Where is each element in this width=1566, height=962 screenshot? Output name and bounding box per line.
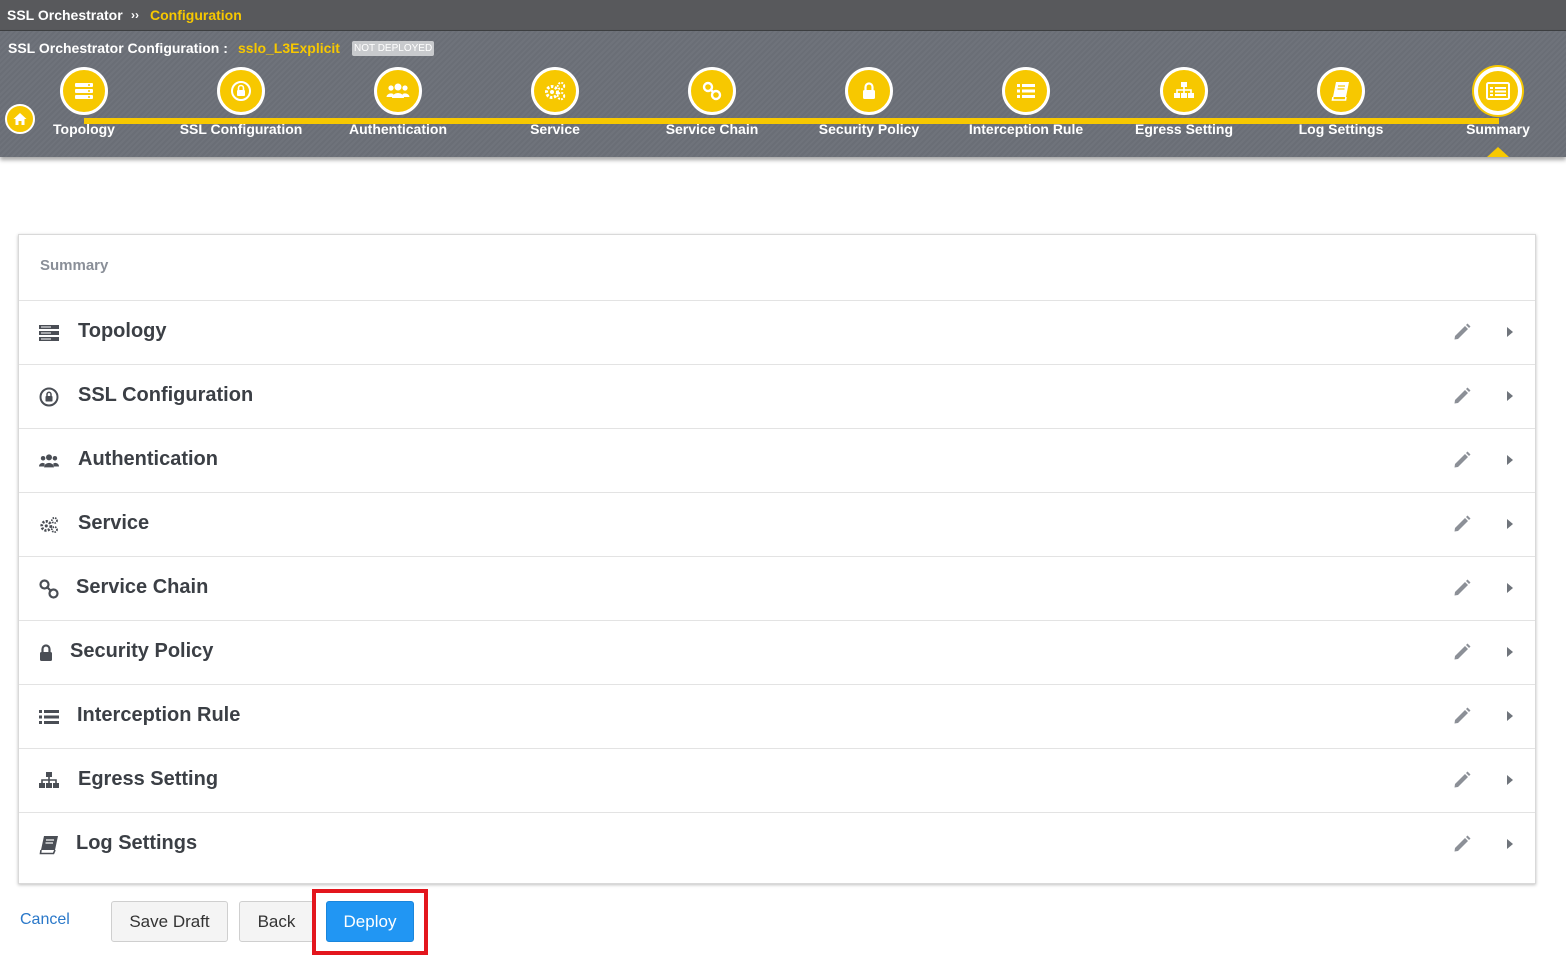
lock-icon (863, 82, 875, 99)
deploy-highlight-box (312, 889, 428, 955)
summary-row-label: Service (78, 512, 150, 534)
pencil-icon[interactable] (1452, 706, 1472, 726)
pencil-icon[interactable] (1452, 642, 1472, 662)
chevron-right-icon[interactable] (1505, 773, 1515, 787)
chevron-right-icon[interactable] (1505, 581, 1515, 595)
pencil-icon[interactable] (1452, 514, 1472, 534)
summary-row-label: Topology (78, 320, 167, 342)
summary-row-label: Authentication (78, 448, 218, 470)
chevron-right-icon[interactable] (1505, 389, 1515, 403)
home-icon (13, 113, 27, 125)
cancel-link[interactable]: Cancel (20, 911, 70, 928)
summary-row-service[interactable]: Service (19, 493, 1535, 557)
sitemap-icon (39, 772, 59, 788)
summary-row-topology[interactable]: Topology (19, 301, 1535, 365)
wizard-step-summary[interactable]: Summary (1418, 31, 1566, 157)
wizard-step-label: Security Policy (818, 121, 920, 137)
summary-panel: Summary Topology SSL Configuration (18, 234, 1536, 884)
pencil-icon[interactable] (1452, 834, 1472, 854)
chevron-right-icon[interactable] (1505, 645, 1515, 659)
breadcrumb-app[interactable]: SSL Orchestrator (7, 7, 123, 23)
config-name: sslo_L3Explicit (238, 40, 340, 56)
wizard-step-egress-setting[interactable]: Egress Setting (1104, 31, 1264, 157)
list-icon (39, 710, 59, 724)
summary-title: Summary (40, 257, 109, 274)
gears-icon (545, 81, 566, 101)
wizard-step-label: Interception Rule (968, 121, 1084, 137)
back-button[interactable]: Back (239, 901, 314, 942)
summary-row-label: Service Chain (76, 576, 209, 598)
wizard-step-label: Summary (1466, 121, 1530, 137)
wizard-step-label: Log Settings (1298, 121, 1384, 137)
gears-icon (40, 517, 58, 533)
chevron-right-icon[interactable] (1505, 517, 1515, 531)
pencil-icon[interactable] (1452, 322, 1472, 342)
chevron-right-icon[interactable] (1505, 325, 1515, 339)
wizard-step-service-chain[interactable]: Service Chain (632, 31, 792, 157)
summary-row-label: SSL Configuration (78, 384, 254, 406)
summary-row-log-settings[interactable]: Log Settings (19, 813, 1535, 877)
link-icon (702, 81, 722, 101)
wizard-step-ssl-configuration[interactable]: SSL Configuration (161, 31, 321, 157)
chevron-right-icon[interactable] (1505, 453, 1515, 467)
wizard-step-topology[interactable]: Topology (4, 31, 164, 157)
save-draft-button[interactable]: Save Draft (111, 901, 228, 942)
users-icon (39, 454, 59, 468)
pencil-icon[interactable] (1452, 578, 1472, 598)
server-stack-icon (75, 83, 93, 99)
wizard-progress-track (84, 118, 1499, 124)
summary-list-icon (1486, 82, 1510, 100)
breadcrumb-current: Configuration (150, 7, 242, 23)
chevron-right-icon[interactable] (1505, 709, 1515, 723)
wizard-header: SSL Orchestrator Configuration : sslo_L3… (0, 31, 1566, 157)
sitemap-icon (1174, 82, 1194, 98)
summary-row-service-chain[interactable]: Service Chain (19, 557, 1535, 621)
summary-row-label: Log Settings (76, 832, 198, 854)
config-title: SSL Orchestrator Configuration : (8, 40, 228, 56)
status-badge: NOT DEPLOYED (352, 41, 435, 56)
summary-row-ssl-configuration[interactable]: SSL Configuration (19, 365, 1535, 429)
wizard-step-security-policy[interactable]: Security Policy (789, 31, 949, 157)
book-icon (39, 836, 58, 855)
list-icon (1017, 84, 1035, 98)
summary-row-egress-setting[interactable]: Egress Setting (19, 749, 1535, 813)
summary-row-label: Egress Setting (78, 768, 219, 790)
summary-row-label: Interception Rule (77, 704, 241, 726)
wizard-step-label: Service Chain (665, 121, 759, 137)
wizard-step-label: SSL Configuration (179, 121, 303, 137)
wizard-step-label: Egress Setting (1134, 121, 1234, 137)
lock-icon (40, 644, 52, 661)
active-step-pointer (1487, 147, 1509, 157)
pencil-icon[interactable] (1452, 386, 1472, 406)
summary-row-authentication[interactable]: Authentication (19, 429, 1535, 493)
wizard-step-label: Authentication (349, 121, 447, 137)
breadcrumb-separator: ›› (131, 8, 139, 22)
wizard-step-service[interactable]: Service (475, 31, 635, 157)
wizard-step-interception-rule[interactable]: Interception Rule (946, 31, 1106, 157)
deploy-button[interactable]: Deploy (326, 901, 414, 942)
breadcrumb: SSL Orchestrator ›› Configuration (0, 0, 1566, 31)
lock-circle-icon (231, 81, 251, 101)
server-stack-icon (39, 325, 59, 341)
summary-row-label: Security Policy (70, 640, 214, 662)
chevron-right-icon[interactable] (1505, 837, 1515, 851)
summary-row-interception-rule[interactable]: Interception Rule (19, 685, 1535, 749)
summary-panel-header: Summary (19, 235, 1535, 301)
link-icon (39, 579, 59, 599)
lock-circle-icon (39, 387, 59, 407)
wizard-step-log-settings[interactable]: Log Settings (1261, 31, 1421, 157)
wizard-step-label: Topology (53, 121, 115, 137)
book-icon (1331, 82, 1349, 101)
pencil-icon[interactable] (1452, 770, 1472, 790)
wizard-step-label: Service (530, 121, 580, 137)
users-icon (386, 83, 410, 98)
home-button[interactable] (5, 104, 35, 134)
summary-row-security-policy[interactable]: Security Policy (19, 621, 1535, 685)
pencil-icon[interactable] (1452, 450, 1472, 470)
wizard-step-authentication[interactable]: Authentication (318, 31, 478, 157)
